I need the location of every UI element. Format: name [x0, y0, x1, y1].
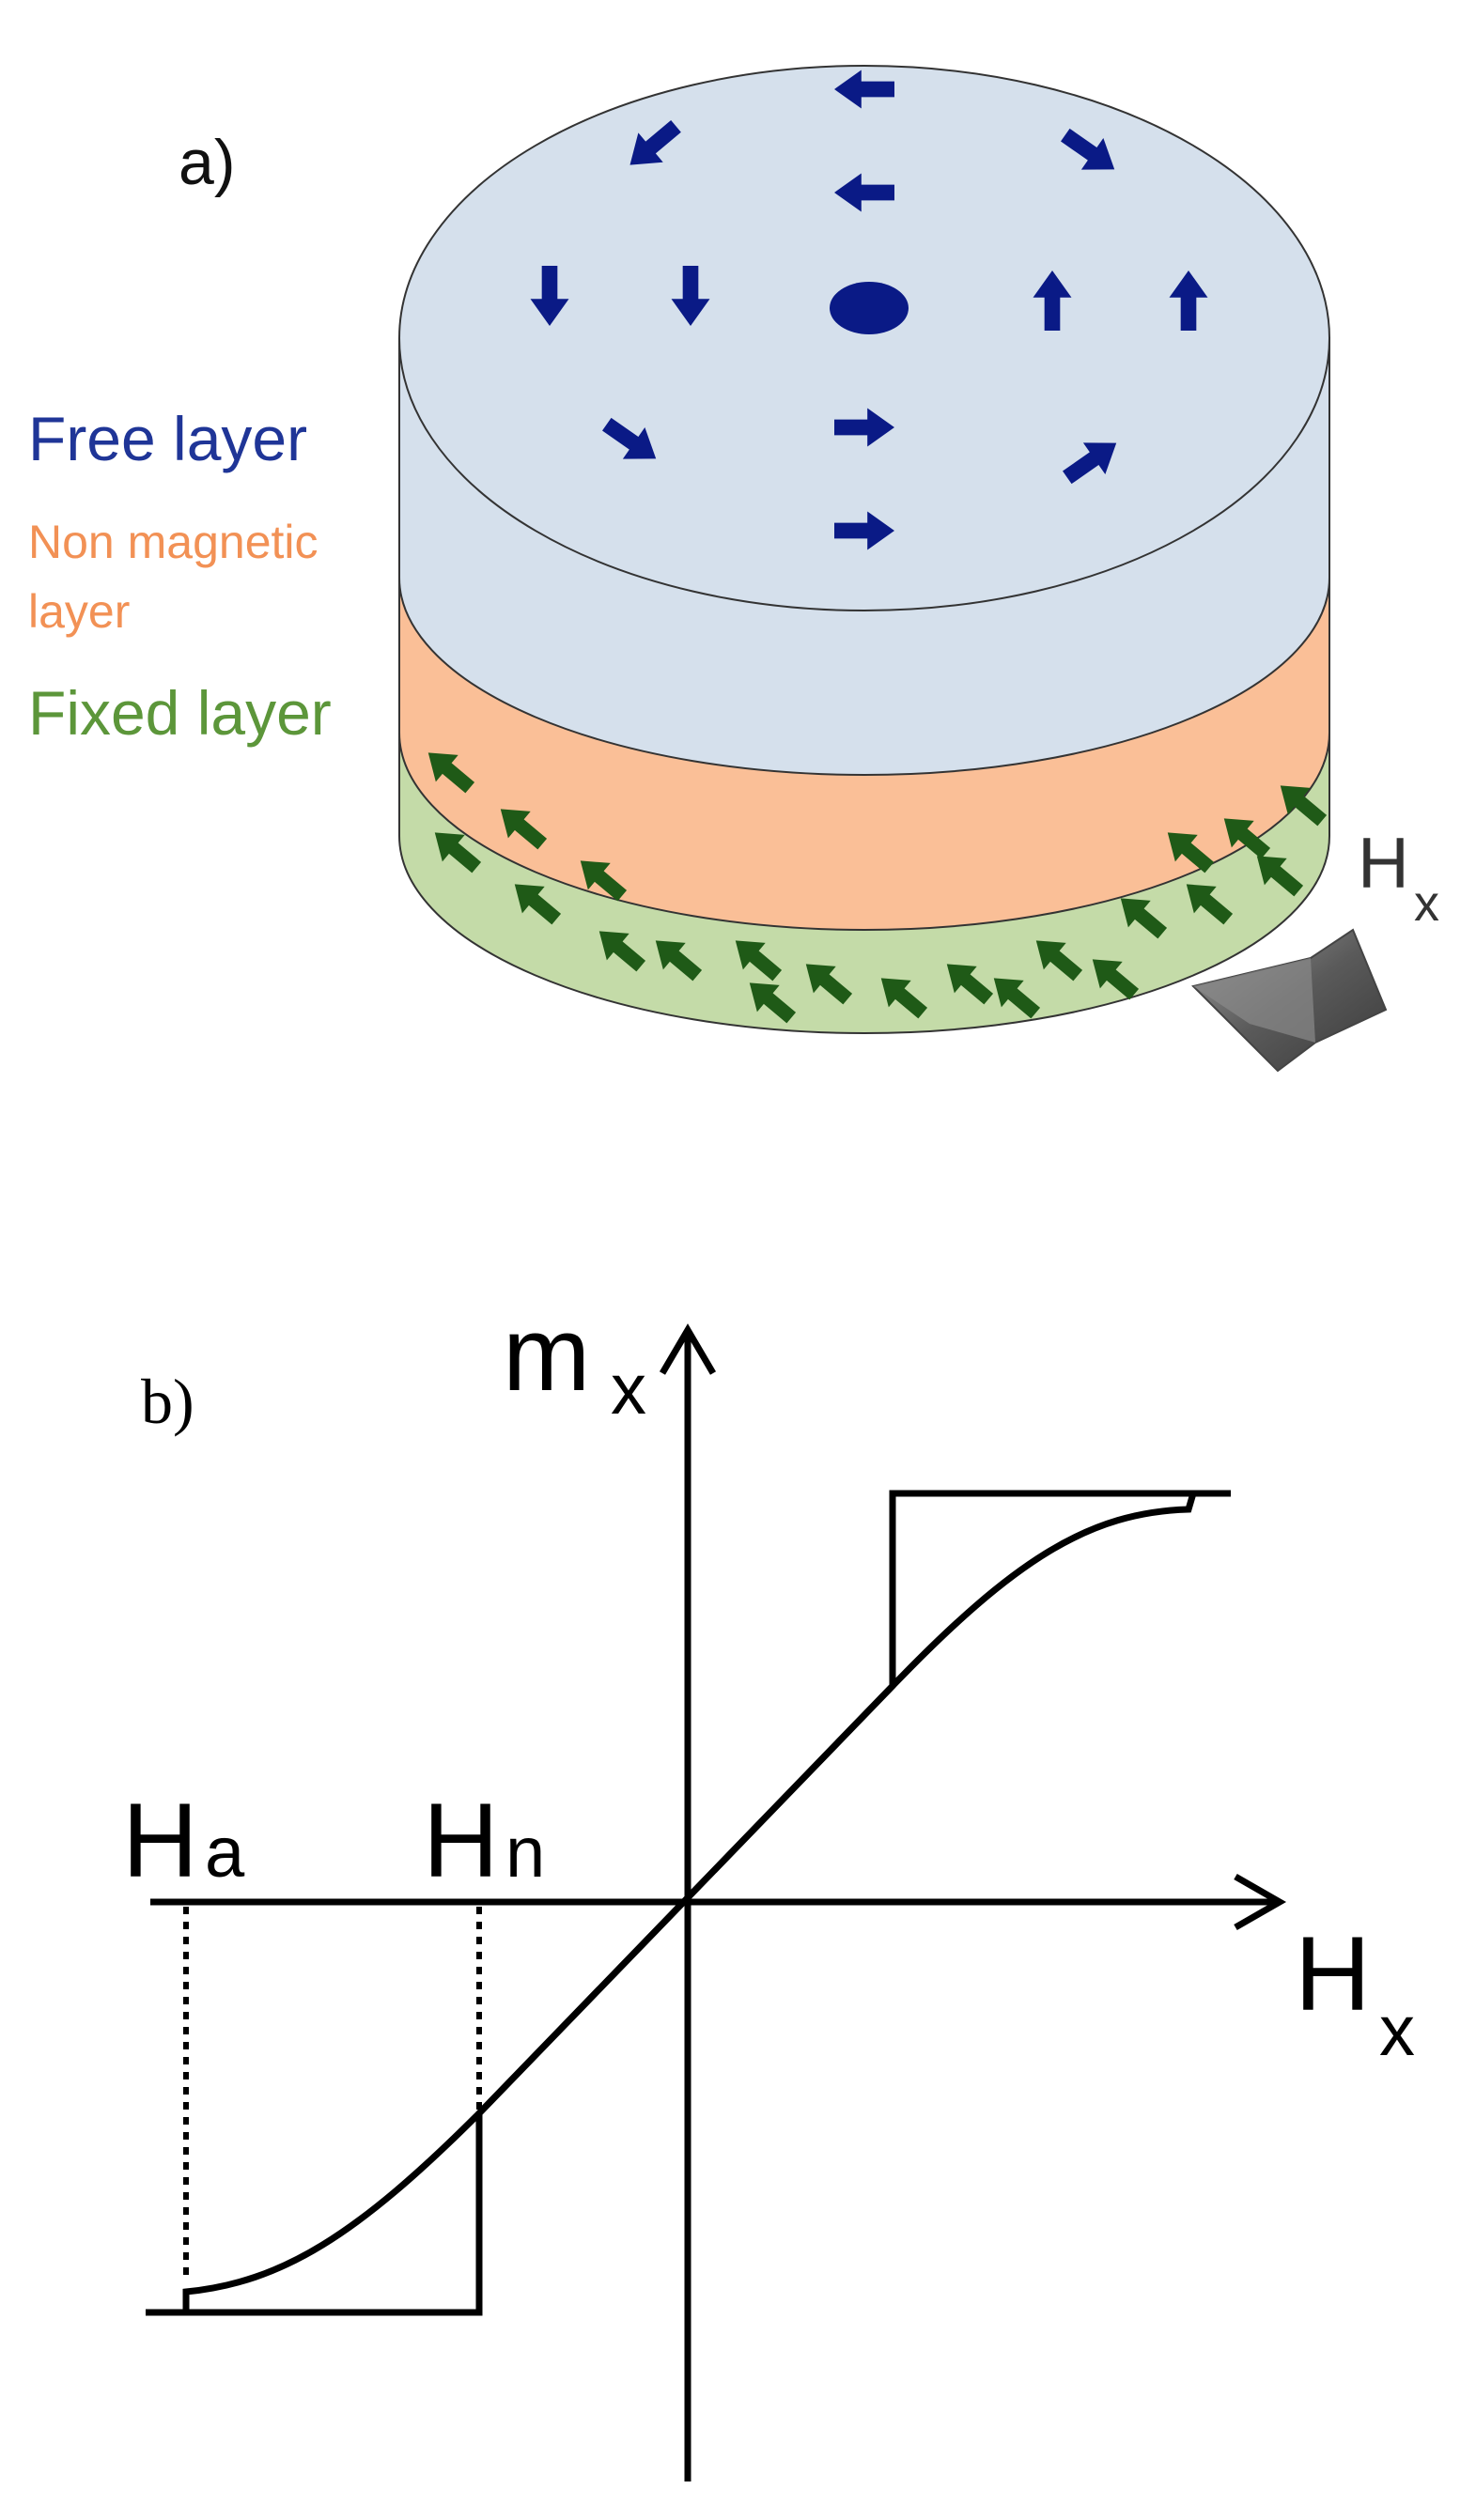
free-layer-arrow	[602, 417, 657, 459]
field-arrow-hx	[1191, 928, 1388, 1073]
non-magnetic-layer-label-line1: Non magnetic	[28, 516, 319, 568]
hysteresis-diagram: b) m x H x H a H n	[122, 1295, 1415, 2481]
fixed-layer-arrow	[1223, 818, 1271, 859]
layered-disk-diagram: a) Free layer Non magnetic layer Fixed l…	[28, 65, 1439, 1073]
fixed-layer-arrow	[580, 860, 628, 902]
free-layer-label: Free layer	[28, 404, 307, 473]
fixed-layer-arrows	[427, 752, 1328, 1024]
panel-b-label: b)	[141, 1366, 194, 1437]
fixed-layer-arrow	[514, 884, 562, 925]
fixed-layer-arrow	[749, 982, 797, 1024]
fixed-layer-arrow	[880, 978, 928, 1019]
free-layer-top-surface	[398, 65, 1330, 611]
free-layer-arrow	[1061, 128, 1115, 170]
fixed-layer-label: Fixed layer	[28, 678, 332, 748]
fixed-layer-arrow	[1280, 785, 1328, 827]
panel-a: a) Free layer Non magnetic layer Fixed l…	[0, 0, 1476, 1165]
fixed-layer-arrow	[1167, 832, 1215, 873]
fixed-layer-arrow	[735, 940, 783, 982]
free-layer-arrow	[1063, 442, 1117, 485]
fixed-layer-arrow	[805, 964, 853, 1005]
free-layer-arrow	[834, 511, 894, 550]
free-layer-arrow	[834, 70, 894, 109]
fixed-layer-arrow	[1120, 898, 1168, 939]
x-axis-label-sub: x	[1379, 1991, 1415, 2071]
fixed-layer-arrow	[1035, 940, 1083, 982]
free-layer-arrow	[530, 266, 569, 326]
fixed-layer-arrow	[655, 940, 703, 982]
non-magnetic-layer-label-line2: layer	[28, 585, 130, 638]
fixed-layer-arrow	[946, 964, 994, 1005]
field-label-sub: x	[1414, 875, 1439, 932]
free-layer-arrow	[671, 266, 710, 326]
panel-b: b) m x H x H a H n	[0, 1165, 1476, 2515]
x-axis-arrowhead	[1234, 1873, 1287, 1931]
fixed-layer-arrow	[1186, 884, 1234, 925]
fixed-layer-arrow	[427, 752, 475, 794]
y-axis-arrowhead	[659, 1323, 717, 1375]
fixed-layer-arrow	[1092, 959, 1140, 1000]
free-layer-arrow	[834, 173, 894, 212]
free-layer-arrow	[629, 120, 681, 165]
y-axis-label-sub: x	[611, 1350, 646, 1430]
x-axis-label-main: H	[1295, 1915, 1371, 2033]
marker-ha-main: H	[122, 1782, 198, 1899]
vortex-core-dot	[830, 282, 909, 334]
marker-ha-sub: a	[205, 1813, 245, 1893]
free-layer-arrow	[1169, 271, 1208, 331]
free-layer-arrow	[1033, 271, 1072, 331]
fixed-layer-arrow	[500, 809, 548, 850]
field-label-h: H	[1358, 824, 1409, 904]
y-axis-label-main: m	[503, 1295, 590, 1413]
fixed-layer-arrow	[434, 832, 482, 873]
magnetization-curve	[182, 1492, 1197, 2312]
panel-a-label: a)	[179, 127, 235, 198]
marker-hn-main: H	[423, 1782, 499, 1899]
marker-hn-sub: n	[505, 1813, 545, 1893]
fixed-layer-arrow	[993, 978, 1041, 1019]
fixed-layer-arrow	[1256, 856, 1304, 897]
fixed-layer-arrow	[598, 931, 646, 972]
free-layer-vortex-arrows	[530, 70, 1208, 550]
free-layer-arrow	[834, 408, 894, 447]
